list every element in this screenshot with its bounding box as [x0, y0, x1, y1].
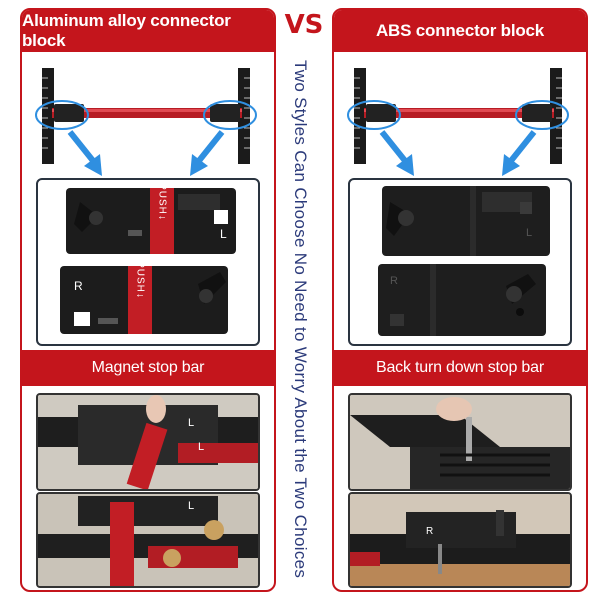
- abs-block-closeup: L R: [348, 178, 572, 346]
- comparison-tagline: Two Styles Can Choose No Need to Worry A…: [291, 60, 310, 579]
- abs-block-l-label: L: [526, 227, 532, 239]
- callout-arrow-right: [190, 130, 225, 176]
- left-ruler: [354, 68, 366, 164]
- photo2-label-l: L: [188, 500, 195, 512]
- aluminum-push-label-top: PUSH↓: [157, 183, 168, 221]
- photo4-label-r: R: [426, 526, 434, 537]
- abs-panel: ABS connector block: [332, 8, 588, 592]
- abs-rail-assembly: [347, 68, 569, 176]
- aluminum-block-r-label: R: [74, 279, 83, 293]
- aluminum-title: Aluminum alloy connector block: [22, 10, 274, 52]
- abs-subtitle: Back turn down stop bar: [334, 350, 586, 386]
- aluminum-block-closeup: PUSH↓ L PUSH↓ R: [36, 178, 260, 346]
- right-ruler: [238, 68, 250, 164]
- turn-down-stop-photo-1: [348, 393, 572, 491]
- aluminum-block-l-label: L: [220, 227, 227, 241]
- abs-block-r: [378, 264, 546, 336]
- left-connector-callout: [35, 100, 89, 130]
- abs-title: ABS connector block: [334, 10, 586, 52]
- turn-down-stop-photo-2: R: [348, 492, 572, 588]
- magnet-stop-photo-1: L L: [36, 393, 260, 491]
- right-ruler: [550, 68, 562, 164]
- aluminum-subtitle: Magnet stop bar: [22, 350, 274, 386]
- right-connector-callout: [203, 100, 257, 130]
- photo1-label-l-2: L: [198, 441, 205, 453]
- right-connector-callout: [515, 100, 569, 130]
- aluminum-push-label-bottom: PUSH↓: [135, 261, 146, 299]
- photo1-label-l-1: L: [188, 417, 195, 429]
- aluminum-panel: Aluminum alloy connector block: [20, 8, 276, 592]
- vs-label: VS: [284, 10, 324, 40]
- callout-arrow-left: [379, 130, 414, 176]
- abs-block-r-label: R: [390, 275, 398, 287]
- aluminum-crossbar: [52, 108, 242, 118]
- callout-arrow-right: [502, 130, 537, 176]
- aluminum-block-l: [66, 188, 236, 254]
- left-ruler: [42, 68, 54, 164]
- left-connector-callout: [347, 100, 401, 130]
- aluminum-rail-assembly: [35, 68, 257, 176]
- aluminum-block-r: [60, 266, 228, 334]
- callout-arrow-left: [67, 130, 102, 176]
- abs-block-l: [382, 186, 550, 256]
- magnet-stop-photo-2: L: [36, 492, 260, 588]
- abs-crossbar: [364, 108, 554, 118]
